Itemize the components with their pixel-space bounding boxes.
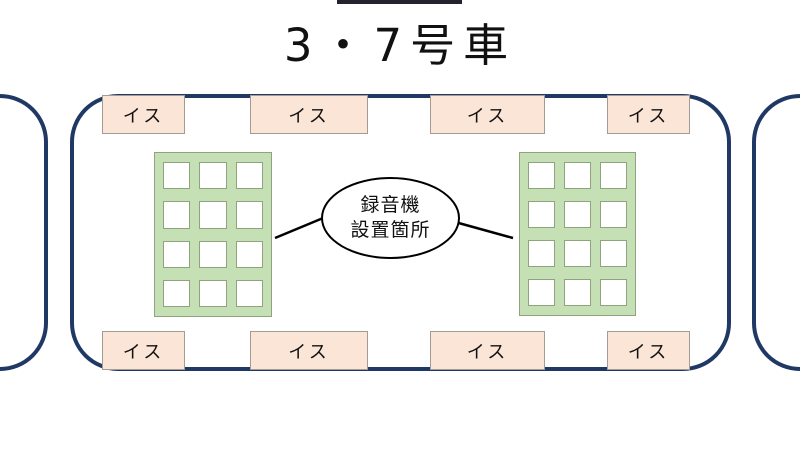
train-car-right-stub [752, 94, 800, 371]
seat-box-top-1: イス [102, 95, 185, 134]
rack-cell [235, 240, 263, 268]
seat-box-bottom-1: イス [102, 331, 185, 370]
callout-text-line1: 録音機 [360, 194, 421, 217]
rack-cell [163, 279, 191, 307]
callout-text-line2: 設置箇所 [350, 219, 431, 241]
top-edge-bar [337, 0, 462, 4]
rack-cell [163, 240, 191, 268]
rack-cell [199, 279, 227, 307]
page-title: 3・7号車 [283, 19, 517, 72]
rack-cell [199, 201, 227, 229]
rack-cell [600, 201, 627, 228]
seat-box-top-3: イス [430, 95, 545, 134]
train-car-left-stub [0, 94, 48, 371]
rack-cell [564, 162, 591, 189]
seat-box-bottom-4: イス [607, 331, 690, 370]
luggage-rack-right [519, 152, 636, 316]
rack-cell [235, 279, 263, 307]
rack-cell [235, 162, 263, 190]
rack-cell [528, 279, 555, 306]
rack-cell [528, 201, 555, 228]
rack-cell [564, 279, 591, 306]
rack-cell [564, 201, 591, 228]
rack-cell [528, 162, 555, 189]
seat-box-bottom-3: イス [430, 331, 545, 370]
rack-cell [600, 279, 627, 306]
rack-cell [600, 162, 627, 189]
seat-box-top-2: イス [250, 95, 368, 134]
rack-cell [199, 240, 227, 268]
rack-cell [199, 162, 227, 190]
rack-cell [163, 201, 191, 229]
seat-box-top-4: イス [607, 95, 690, 134]
rack-cell [163, 162, 191, 190]
rack-cell [600, 240, 627, 267]
luggage-rack-left [154, 152, 272, 317]
callout-ellipse: 録音機 設置箇所 [321, 177, 460, 259]
seat-box-bottom-2: イス [250, 331, 368, 370]
rack-cell [528, 240, 555, 267]
rack-cell [235, 201, 263, 229]
rack-cell [564, 240, 591, 267]
